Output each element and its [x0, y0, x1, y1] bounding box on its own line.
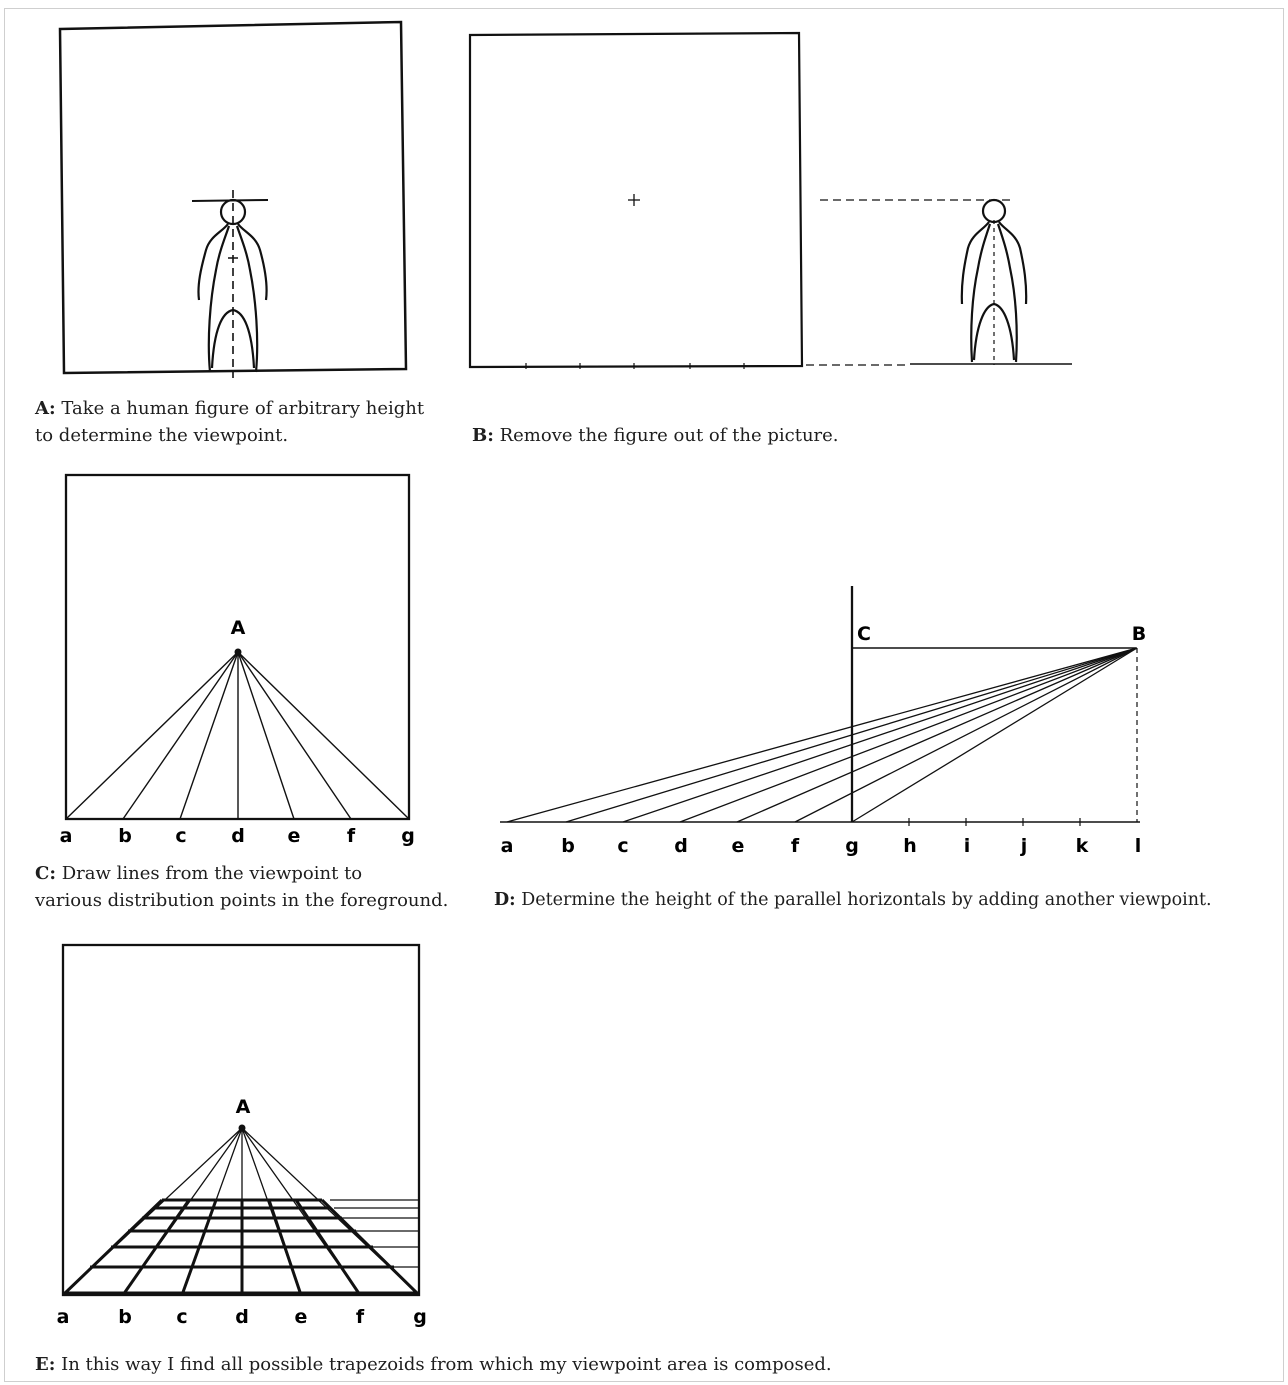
- panel-d-ticks: [908, 818, 1081, 826]
- panel-b-caption-letter: B:: [472, 425, 494, 446]
- panel-e-label-f: f: [356, 1306, 365, 1328]
- panel-e-label-g: g: [413, 1306, 427, 1328]
- panel-e-label-b: b: [118, 1306, 132, 1328]
- panel-d-label-c: c: [617, 835, 628, 857]
- panel-d-label-b-upper: B: [1132, 623, 1146, 645]
- panel-e-label-e: e: [295, 1306, 308, 1328]
- panel-b-viewpoint-cross: [628, 194, 640, 206]
- panel-c-label-e: e: [288, 825, 301, 847]
- panel-b-caption: B: Remove the figure out of the picture.: [472, 422, 839, 449]
- panel-a-caption-line-2: to determine the viewpoint.: [35, 425, 289, 446]
- panel-b-drawing: [468, 31, 1072, 369]
- image-frame: [4, 8, 1284, 1382]
- panel-c-label-a: a: [60, 825, 73, 847]
- panel-e-viewpoint-dot: [238, 1124, 246, 1132]
- panel-e-drawing: [61, 943, 421, 1297]
- panel-d-label-b: b: [561, 835, 575, 857]
- panel-c-caption-line-2: various distribution points in the foreg…: [35, 890, 449, 911]
- panel-c-label-f: f: [347, 825, 356, 847]
- panel-b-human-figure: [960, 198, 1028, 363]
- panel-d-label-i: i: [964, 835, 971, 857]
- panel-c-label-g: g: [401, 825, 415, 847]
- panel-d-caption-text: Determine the height of the parallel hor…: [521, 890, 1212, 910]
- panel-d-caption-letter: D:: [494, 890, 516, 910]
- panel-d-label-h: h: [903, 835, 917, 857]
- panel-e-caption-letter: E:: [35, 1354, 56, 1375]
- panel-a-caption: A: Take a human figure of arbitrary heig…: [35, 395, 424, 449]
- panel-e-label-d: d: [235, 1306, 249, 1328]
- panel-b-picture-frame: [468, 31, 804, 369]
- panel-e-labels: A a b c d e f g: [57, 1096, 427, 1328]
- panel-d-drawing: [500, 586, 1140, 826]
- panel-b-caption-text: Remove the figure out of the picture.: [499, 425, 839, 446]
- panel-c-label-b: b: [118, 825, 132, 847]
- panel-d-label-j: j: [1020, 835, 1028, 857]
- panel-d-label-a: a: [501, 835, 514, 857]
- panel-c-label-d: d: [231, 825, 245, 847]
- panel-d-label-e: e: [732, 835, 745, 857]
- panel-e-right-horizontals: [330, 1199, 419, 1268]
- panel-c-caption: C: Draw lines from the viewpoint to vari…: [35, 860, 448, 914]
- panel-d-label-f: f: [791, 835, 800, 857]
- panel-d-labels: C B a b c d e f g h i j k l: [501, 623, 1147, 857]
- panel-c-drawing: [64, 473, 411, 821]
- panel-c-viewpoint-label: A: [231, 617, 246, 639]
- panel-a-caption-letter: A:: [35, 398, 56, 419]
- panel-e-label-a: a: [57, 1306, 70, 1328]
- panel-c-labels: A a b c d e f g: [60, 617, 415, 847]
- panel-d-label-d: d: [674, 835, 688, 857]
- panel-d-label-l: l: [1135, 835, 1142, 857]
- panel-e-label-c: c: [176, 1306, 187, 1328]
- panel-c-caption-line-1: Draw lines from the viewpoint to: [61, 863, 363, 884]
- panel-a-picture-frame: [58, 20, 408, 375]
- panel-d-label-g: g: [845, 835, 859, 857]
- panel-e-viewpoint-label: A: [236, 1096, 251, 1118]
- panel-c-sight-lines: [65, 651, 410, 820]
- panel-a-human-figure: [197, 198, 268, 373]
- panel-d-caption: D: Determine the height of the parallel …: [494, 887, 1212, 914]
- panel-e-caption-text: In this way I find all possible trapezoi…: [61, 1354, 832, 1375]
- panel-d-label-c-upper: C: [857, 623, 871, 645]
- panel-d-sight-lines: [506, 647, 1138, 823]
- panel-c-viewpoint-dot: [234, 648, 242, 656]
- panel-b-ticks: [525, 363, 745, 369]
- panel-c-caption-letter: C:: [35, 863, 56, 884]
- panel-c-label-c: c: [175, 825, 186, 847]
- panel-e-floor-grid: [61, 1198, 421, 1297]
- panel-d-label-k: k: [1076, 835, 1089, 857]
- panel-a-caption-line-1: Take a human figure of arbitrary height: [61, 398, 425, 419]
- panel-a-drawing: [58, 20, 408, 378]
- panel-e-caption: E: In this way I find all possible trape…: [35, 1351, 832, 1378]
